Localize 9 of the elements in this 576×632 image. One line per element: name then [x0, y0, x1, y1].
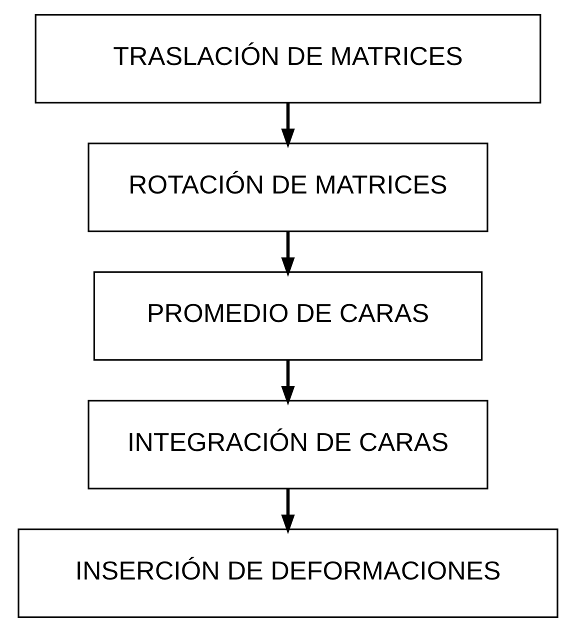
- node-box: PROMEDIO DE CARAS: [93, 271, 483, 361]
- node-box: TRASLACIÓN DE MATRICES: [34, 14, 542, 104]
- arrow: [281, 488, 295, 534]
- arrow: [281, 231, 295, 277]
- node-box: ROTACIÓN DE MATRICES: [88, 142, 488, 232]
- arrow: [281, 360, 295, 406]
- arrow: [281, 102, 295, 148]
- node-box: INTEGRACIÓN DE CARAS: [88, 400, 488, 490]
- node-box: INSERCIÓN DE DEFORMACIONES: [18, 528, 558, 618]
